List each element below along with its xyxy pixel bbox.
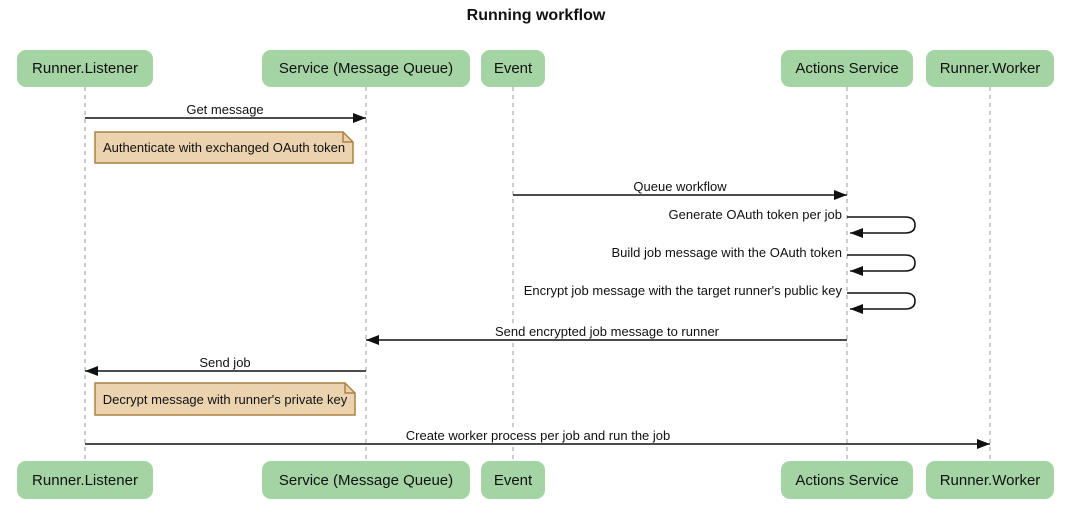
note-authenticate-fold-corner [342,132,353,143]
note-authenticate-text: Authenticate with exchanged OAuth token [102,140,346,155]
note-decrypt-shape [94,382,356,416]
message-arrows [85,113,990,449]
note-decrypt-text: Decrypt message with runner's private ke… [102,392,348,407]
message-label-create-worker-process: Create worker process per job and run th… [401,428,675,443]
message-label-encrypt-job-message: Encrypt job message with the target runn… [521,283,844,298]
message-label-send-encrypted-job-message: Send encrypted job message to runner [490,324,724,339]
participant-actions-service-top: Actions Service [781,50,913,87]
message-label-generate-oauth-token: Generate OAuth token per job [666,207,844,222]
participant-service-message-queue-bottom: Service (Message Queue) [262,461,470,499]
message-label-get-message: Get message [182,102,268,117]
note-decrypt-fold-corner [344,383,355,394]
note-authenticate-shape [94,131,354,164]
lifelines [84,87,991,461]
participant-service-message-queue-top: Service (Message Queue) [262,50,470,87]
self-loop-generate-oauth-token [847,216,916,238]
participant-runner-worker-bottom: Runner.Worker [926,461,1054,499]
participant-runner-listener-bottom: Runner.Listener [17,461,153,499]
participant-runner-worker-top: Runner.Worker [926,50,1054,87]
self-loop-encrypt-job-message [847,292,916,314]
self-loop-build-job-message [847,254,916,276]
message-label-send-job: Send job [195,355,255,370]
diagram-title: Running workflow [466,7,606,24]
message-label-queue-workflow: Queue workflow [629,179,731,194]
participant-actions-service-bottom: Actions Service [781,461,913,499]
note-shapes [94,131,356,416]
message-label-build-job-message: Build job message with the OAuth token [609,245,844,260]
participant-event-top: Event [481,50,545,87]
participant-event-bottom: Event [481,461,545,499]
participant-runner-listener-top: Runner.Listener [17,50,153,87]
